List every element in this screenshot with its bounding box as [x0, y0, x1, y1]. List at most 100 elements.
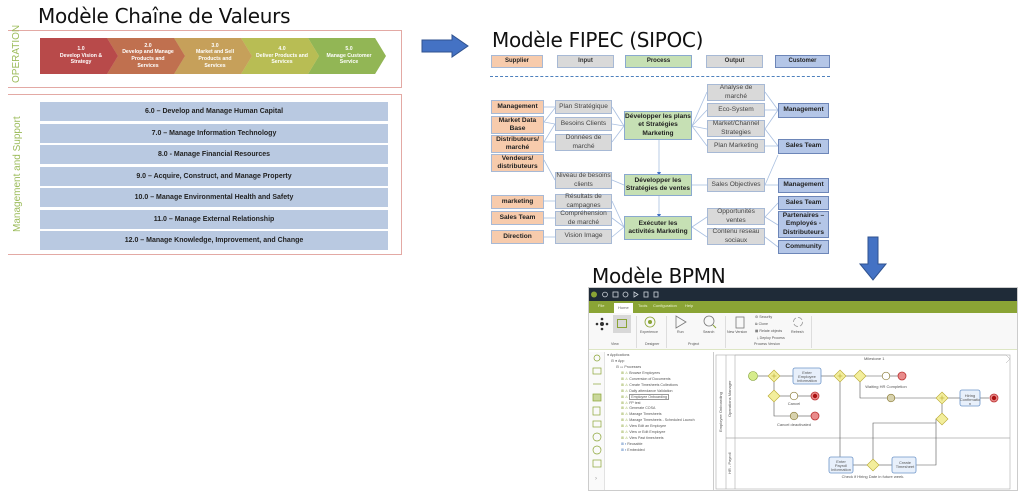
intermediate-event[interactable] — [886, 393, 896, 403]
exclusive-gateway[interactable] — [853, 369, 867, 383]
tree-processes[interactable]: ⊟ ▭ Processes — [616, 365, 642, 369]
input-box: Vision Image — [555, 229, 612, 244]
svg-text:Hiring: Hiring — [965, 393, 975, 398]
operation-label: Deliver Products and Services — [256, 52, 308, 66]
process-box: Développer les plans et Stratégies Marke… — [624, 111, 692, 140]
tab-help[interactable]: Help — [685, 303, 694, 308]
tree-item[interactable]: ⊞ ⚠ View Past timesheets — [621, 436, 664, 440]
task-create-timesheet[interactable] — [891, 456, 917, 474]
bpmn-diagram: Employee Onboarding Operations Manager H… — [715, 354, 1011, 490]
svg-text:Enter: Enter — [836, 459, 846, 464]
start-event[interactable] — [748, 371, 758, 381]
tree-item[interactable]: ⊞ ⚠ Conversion of Documents — [621, 377, 671, 381]
tree-processes-label: Processes — [624, 365, 642, 369]
tree-item-label: Reusable — [627, 441, 643, 446]
experience-button[interactable]: Experience — [640, 330, 658, 334]
tree-item[interactable]: ⊞ ⚠ Generate COSA — [621, 406, 655, 410]
tree-item[interactable]: ⊞ ⚠ View or Edit Employee — [621, 430, 665, 434]
intermediate-event-cancel-deactivated[interactable] — [789, 411, 799, 421]
svg-text:Timesheet: Timesheet — [896, 464, 915, 469]
tree-item[interactable]: ⊞ ⚠ Employee Onboarding — [621, 393, 669, 400]
task-enter-payroll-information[interactable] — [828, 456, 854, 474]
operation-number: 2.0 — [144, 42, 152, 49]
header-process: Process — [625, 55, 692, 68]
tree-app[interactable]: ⊟ ● App — [611, 359, 625, 363]
bpmn-canvas: Employee Onboarding Operations Manager H… — [713, 352, 1017, 490]
right-arrow-icon — [421, 34, 469, 58]
deploy-process-label: Deploy Process — [759, 336, 785, 340]
input-box: Plan Stratégique — [555, 100, 612, 114]
tree-item-label: Browse Employees — [629, 371, 660, 375]
svg-text:›: › — [595, 476, 597, 482]
search-icon[interactable] — [703, 315, 717, 329]
tree-item[interactable]: ⊞ ⚠ Daily attendance Validation — [621, 389, 673, 393]
group-view: View — [611, 342, 619, 346]
header-divider — [490, 76, 830, 77]
nav-icons: › — [592, 354, 602, 482]
view-diagram-icon[interactable] — [595, 317, 609, 331]
new-version-button[interactable]: New Version — [727, 330, 748, 334]
customer-box: Sales Team — [778, 196, 829, 210]
relate-objects-button[interactable]: ▦ Relate objects — [755, 329, 783, 333]
event-label: Cancel — [788, 401, 801, 406]
task-hiring-confirmation[interactable] — [959, 389, 981, 407]
tab-home[interactable]: Home — [614, 303, 633, 313]
clone-button[interactable]: ⧉ Clone — [755, 322, 768, 326]
process-icon: ⊞ ⚠ — [621, 406, 630, 411]
task-enter-employee-information[interactable] — [792, 367, 822, 385]
tree-item[interactable]: ⊞ ▪ Embedded — [621, 448, 645, 452]
tree-item[interactable]: ⊞ ⚠ Browse Employees — [621, 371, 660, 375]
view-layout-button[interactable] — [613, 315, 631, 333]
new-version-icon[interactable] — [735, 316, 745, 329]
header-supplier: Supplier — [491, 55, 543, 68]
intermediate-event-cancel[interactable] — [789, 391, 799, 401]
tree-item-label: Daily attendance Validation — [629, 388, 673, 393]
operation-number: 3.0 — [211, 42, 219, 49]
customer-box: Sales Team — [778, 139, 829, 154]
output-box: Plan Marketing — [707, 139, 765, 153]
menu-bar: File Home Tools Configuration Help — [589, 301, 1017, 313]
run-icon[interactable] — [675, 315, 687, 329]
refresh-button[interactable]: Refresh — [791, 330, 804, 334]
sipoc-connectors — [543, 91, 779, 248]
tab-file[interactable]: File — [598, 303, 605, 308]
exclusive-gateway[interactable] — [767, 389, 781, 403]
tab-configuration[interactable]: Configuration — [653, 303, 677, 308]
value-chain-title: Modèle Chaîne de Valeurs — [38, 4, 291, 28]
tree-item[interactable]: ⊞ ⚠ Create Timesheets Collections — [621, 383, 678, 387]
tree-item[interactable]: ⊞ ⚠ View Edit an Employee — [621, 424, 666, 428]
intermediate-event-waiting[interactable] — [881, 371, 891, 381]
tree-item-label: Generate COSA — [629, 406, 656, 411]
operation-label: Develop and Manage Products and Services — [122, 49, 174, 69]
operation-label: Market and Sell Products and Services — [195, 49, 235, 69]
input-box: Résultats de campagnes — [555, 193, 612, 209]
tree-root-label: Applications — [609, 353, 630, 357]
security-button[interactable]: ⚙ Security — [755, 315, 773, 319]
header-customer: Customer — [775, 55, 830, 68]
experience-icon[interactable] — [644, 316, 656, 328]
input-box: Niveau de besoins clients — [555, 172, 612, 189]
support-process-row: 9.0 – Acquire, Construct, and Manage Pro… — [40, 166, 388, 187]
tree-item[interactable]: ⊞ ⚠ FP test — [621, 401, 641, 405]
toolbar-icons — [591, 291, 659, 298]
tree-item-label: Embedded — [627, 447, 645, 452]
exclusive-gateway[interactable] — [866, 458, 880, 472]
search-button[interactable]: Search — [703, 330, 715, 334]
exclusive-gateway[interactable] — [935, 412, 949, 426]
group-designer: Designer — [645, 342, 660, 346]
tree-item[interactable]: ⊞ ⚠ Manage Timesheets - Scheduled Launch — [621, 418, 695, 422]
gateway-label: Check if Hiring Date in future week. — [842, 474, 905, 479]
refresh-icon[interactable] — [792, 316, 804, 328]
end-event[interactable] — [897, 371, 907, 381]
tree-root[interactable]: ● Applications — [607, 353, 630, 357]
tree-item[interactable]: ⊞ ▪ Reusable — [621, 442, 642, 446]
svg-text:Information: Information — [797, 378, 817, 383]
tab-tools[interactable]: Tools — [638, 303, 648, 308]
tree-item-label: Manage Timesheets — [629, 412, 662, 417]
tree-item[interactable]: ⊞ ⚠ Manage Timesheets — [621, 412, 662, 416]
end-event[interactable] — [810, 411, 820, 421]
deploy-process-button[interactable]: ⤓ Deploy Process — [757, 336, 785, 340]
process-tree: ● Applications ⊟ ● App ⊟ ▭ Processes ⊞ ⚠… — [605, 352, 711, 490]
run-button[interactable]: Run — [677, 330, 684, 334]
